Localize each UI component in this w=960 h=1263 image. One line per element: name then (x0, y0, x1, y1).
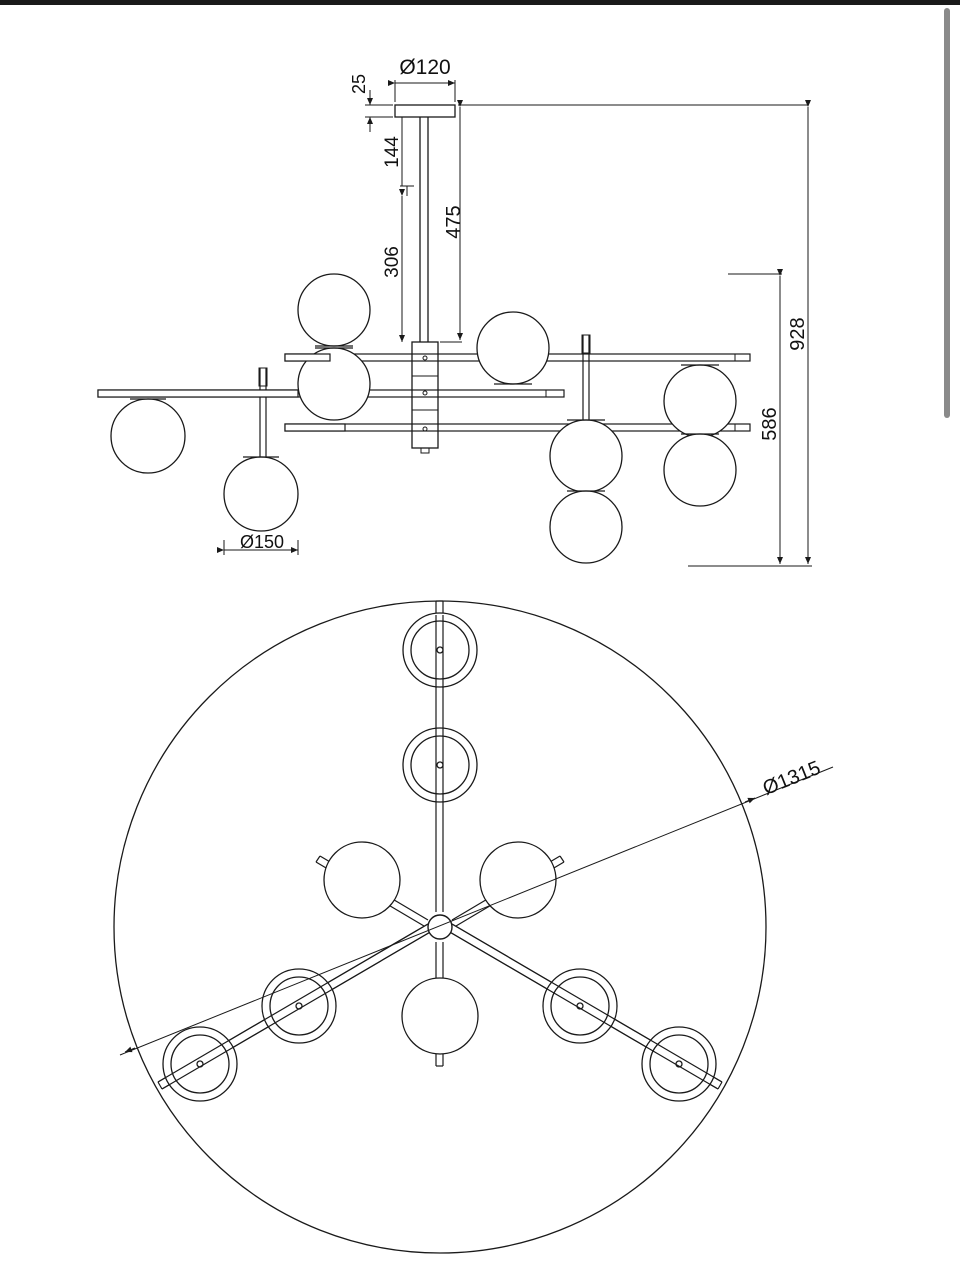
plan-globe-right-1 (542, 968, 618, 1044)
top-border (0, 0, 960, 5)
plan-globe-right-2 (641, 1026, 717, 1102)
lower-rod-label: 306 (382, 246, 403, 278)
dim-overall-height: 928 (688, 100, 812, 567)
plan-globe-upper-left (323, 841, 401, 919)
side-view (97, 104, 751, 564)
canopy (394, 104, 456, 118)
body-height-label: 586 (759, 407, 781, 440)
globe-1 (297, 273, 371, 347)
side-globes (110, 273, 737, 564)
plan-globe-top-1 (402, 612, 478, 688)
globe-9 (663, 433, 737, 507)
diameter-line (119, 766, 834, 1056)
scrollbar[interactable] (944, 8, 950, 418)
globe-4 (663, 364, 737, 438)
dim-rod-segments: 144 306 (382, 117, 414, 342)
rod-total-label: 475 (443, 205, 465, 238)
dim-globe-diameter: Ø150 (217, 532, 299, 555)
dim-body-height: 586 (728, 269, 783, 564)
overall-diameter-label: Ø1315 (760, 757, 824, 800)
globe-diameter-label: Ø150 (240, 532, 284, 552)
plan-globe-left-1 (261, 968, 337, 1044)
dim-canopy-diameter: Ø120 (388, 56, 456, 102)
plan-globe-upper-right (479, 841, 557, 919)
overall-height-label: 928 (787, 317, 809, 350)
dim-rod-total: 475 (440, 100, 808, 343)
canopy-diameter-label: Ø120 (399, 56, 450, 79)
upper-rod-label: 144 (382, 136, 403, 168)
technical-drawing: Ø120 25 144 306 475 (97, 56, 834, 1254)
globe-8 (549, 490, 623, 564)
plan-view: Ø1315 (113, 600, 834, 1254)
plan-globe-top-2 (402, 727, 478, 803)
plan-globe-center-bottom (401, 977, 479, 1055)
dim-canopy-height: 25 (349, 74, 393, 132)
globe-5 (110, 398, 186, 474)
plan-hub (427, 914, 453, 940)
globe-3 (476, 311, 550, 385)
plan-globe-left-2 (162, 1026, 238, 1102)
globe-6 (223, 456, 299, 532)
canopy-height-label: 25 (349, 74, 369, 94)
globe-7 (549, 419, 623, 493)
